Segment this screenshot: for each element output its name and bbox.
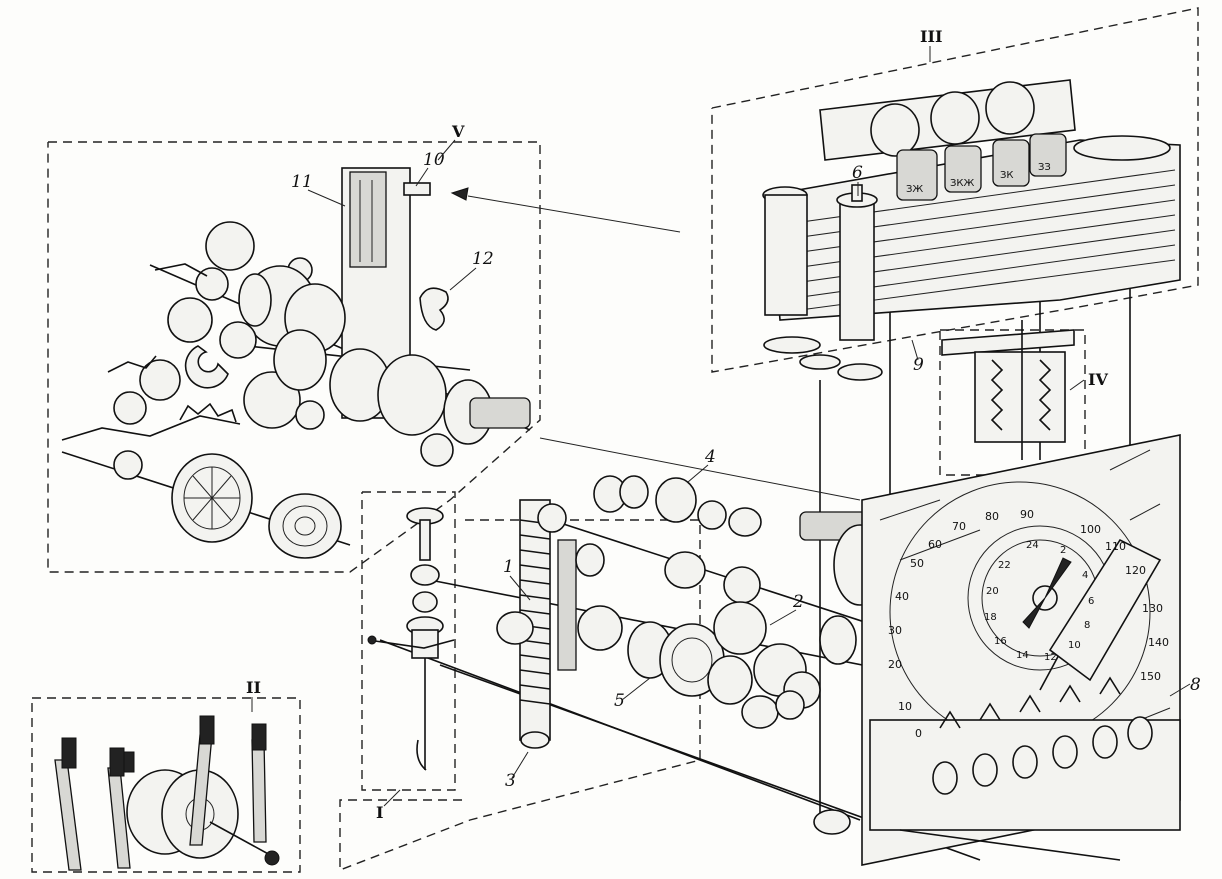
inner-scale-22: 22 [998,560,1011,571]
outer-scale-80: 80 [985,510,999,523]
inner-scale-6: 6 [1088,596,1094,607]
central-gear-train [496,475,887,835]
inner-scale-20: 20 [986,586,999,597]
part-labels: 1 2 3 4 5 6 8 9 10 11 12 [291,150,1201,791]
outer-scale-60: 60 [928,538,942,551]
outer-scale-40: 40 [895,590,909,603]
group-V-boundary [47,141,541,573]
group-II-mechanism [54,715,280,871]
outer-scale-90: 90 [1020,508,1034,521]
outer-scale-120: 120 [1125,564,1146,577]
tape-labels: ЗЖ ЗКЖ ЗК ЗЗ [906,162,1051,195]
part-label-2: 2 [792,592,804,612]
inner-scale-8: 8 [1084,620,1090,631]
outer-scale-70: 70 [952,520,966,533]
leader-lines [251,46,1191,807]
group-label-V: V [451,122,465,141]
outer-scale-30: 30 [888,624,902,637]
part-label-8: 8 [1190,675,1201,695]
group-label-I: I [376,803,383,822]
inner-scale-16: 16 [994,636,1007,647]
tape-label-zz: ЗЗ [1038,162,1051,173]
outer-scale-50: 50 [910,557,924,570]
group-IV-comb [941,320,1075,460]
tape-label-zkzh: ЗКЖ [950,178,975,189]
part-label-9: 9 [913,355,924,375]
outer-scale-100: 100 [1080,523,1101,536]
group-label-IV: IV [1088,370,1108,389]
dial-panel [861,434,1181,866]
part-label-3: 3 [505,771,516,791]
part-label-4: 4 [704,447,716,467]
part-label-1: 1 [503,557,514,577]
inner-scale-24: 24 [1026,540,1039,551]
inner-scale-12: 12 [1044,652,1057,663]
outer-scale-110: 110 [1105,540,1126,553]
outer-scale-140: 140 [1148,636,1169,649]
group-label-II: II [246,678,261,697]
inner-scale-14: 14 [1016,650,1029,661]
dial-inner-scale: 2 4 6 8 10 12 14 16 18 20 22 24 [984,540,1094,663]
inner-scale-2: 2 [1060,545,1066,556]
part-label-12: 12 [472,249,494,269]
tape-label-zzh: ЗЖ [906,184,923,195]
part-label-10: 10 [423,150,445,170]
outer-scale-0: 0 [915,727,922,740]
outer-scale-130: 130 [1142,602,1163,615]
part-label-5: 5 [614,691,625,711]
inner-scale-4: 4 [1082,570,1088,581]
group-II-boundary [31,697,301,873]
outer-scale-150: 150 [1140,670,1161,683]
group-I-boundary [339,491,701,872]
outer-scale-10: 10 [898,700,912,713]
group-III-boundary [711,7,1199,373]
outer-scale-20: 20 [888,658,902,671]
dial-outer-scale: 0 10 20 30 40 50 60 70 80 90 100 110 120… [888,508,1169,740]
inner-scale-18: 18 [984,612,997,623]
group-label-III: III [920,27,942,46]
inner-scale-10: 10 [1068,640,1081,651]
group-labels: V III IV II I [246,27,1108,822]
tape-label-zk: ЗК [1000,170,1014,181]
part-label-6: 6 [852,163,863,183]
group-V-mechanism [61,167,531,559]
part-label-11: 11 [291,172,313,192]
group-I-mechanism [367,507,455,771]
group-III-tape-drum [762,79,1181,381]
